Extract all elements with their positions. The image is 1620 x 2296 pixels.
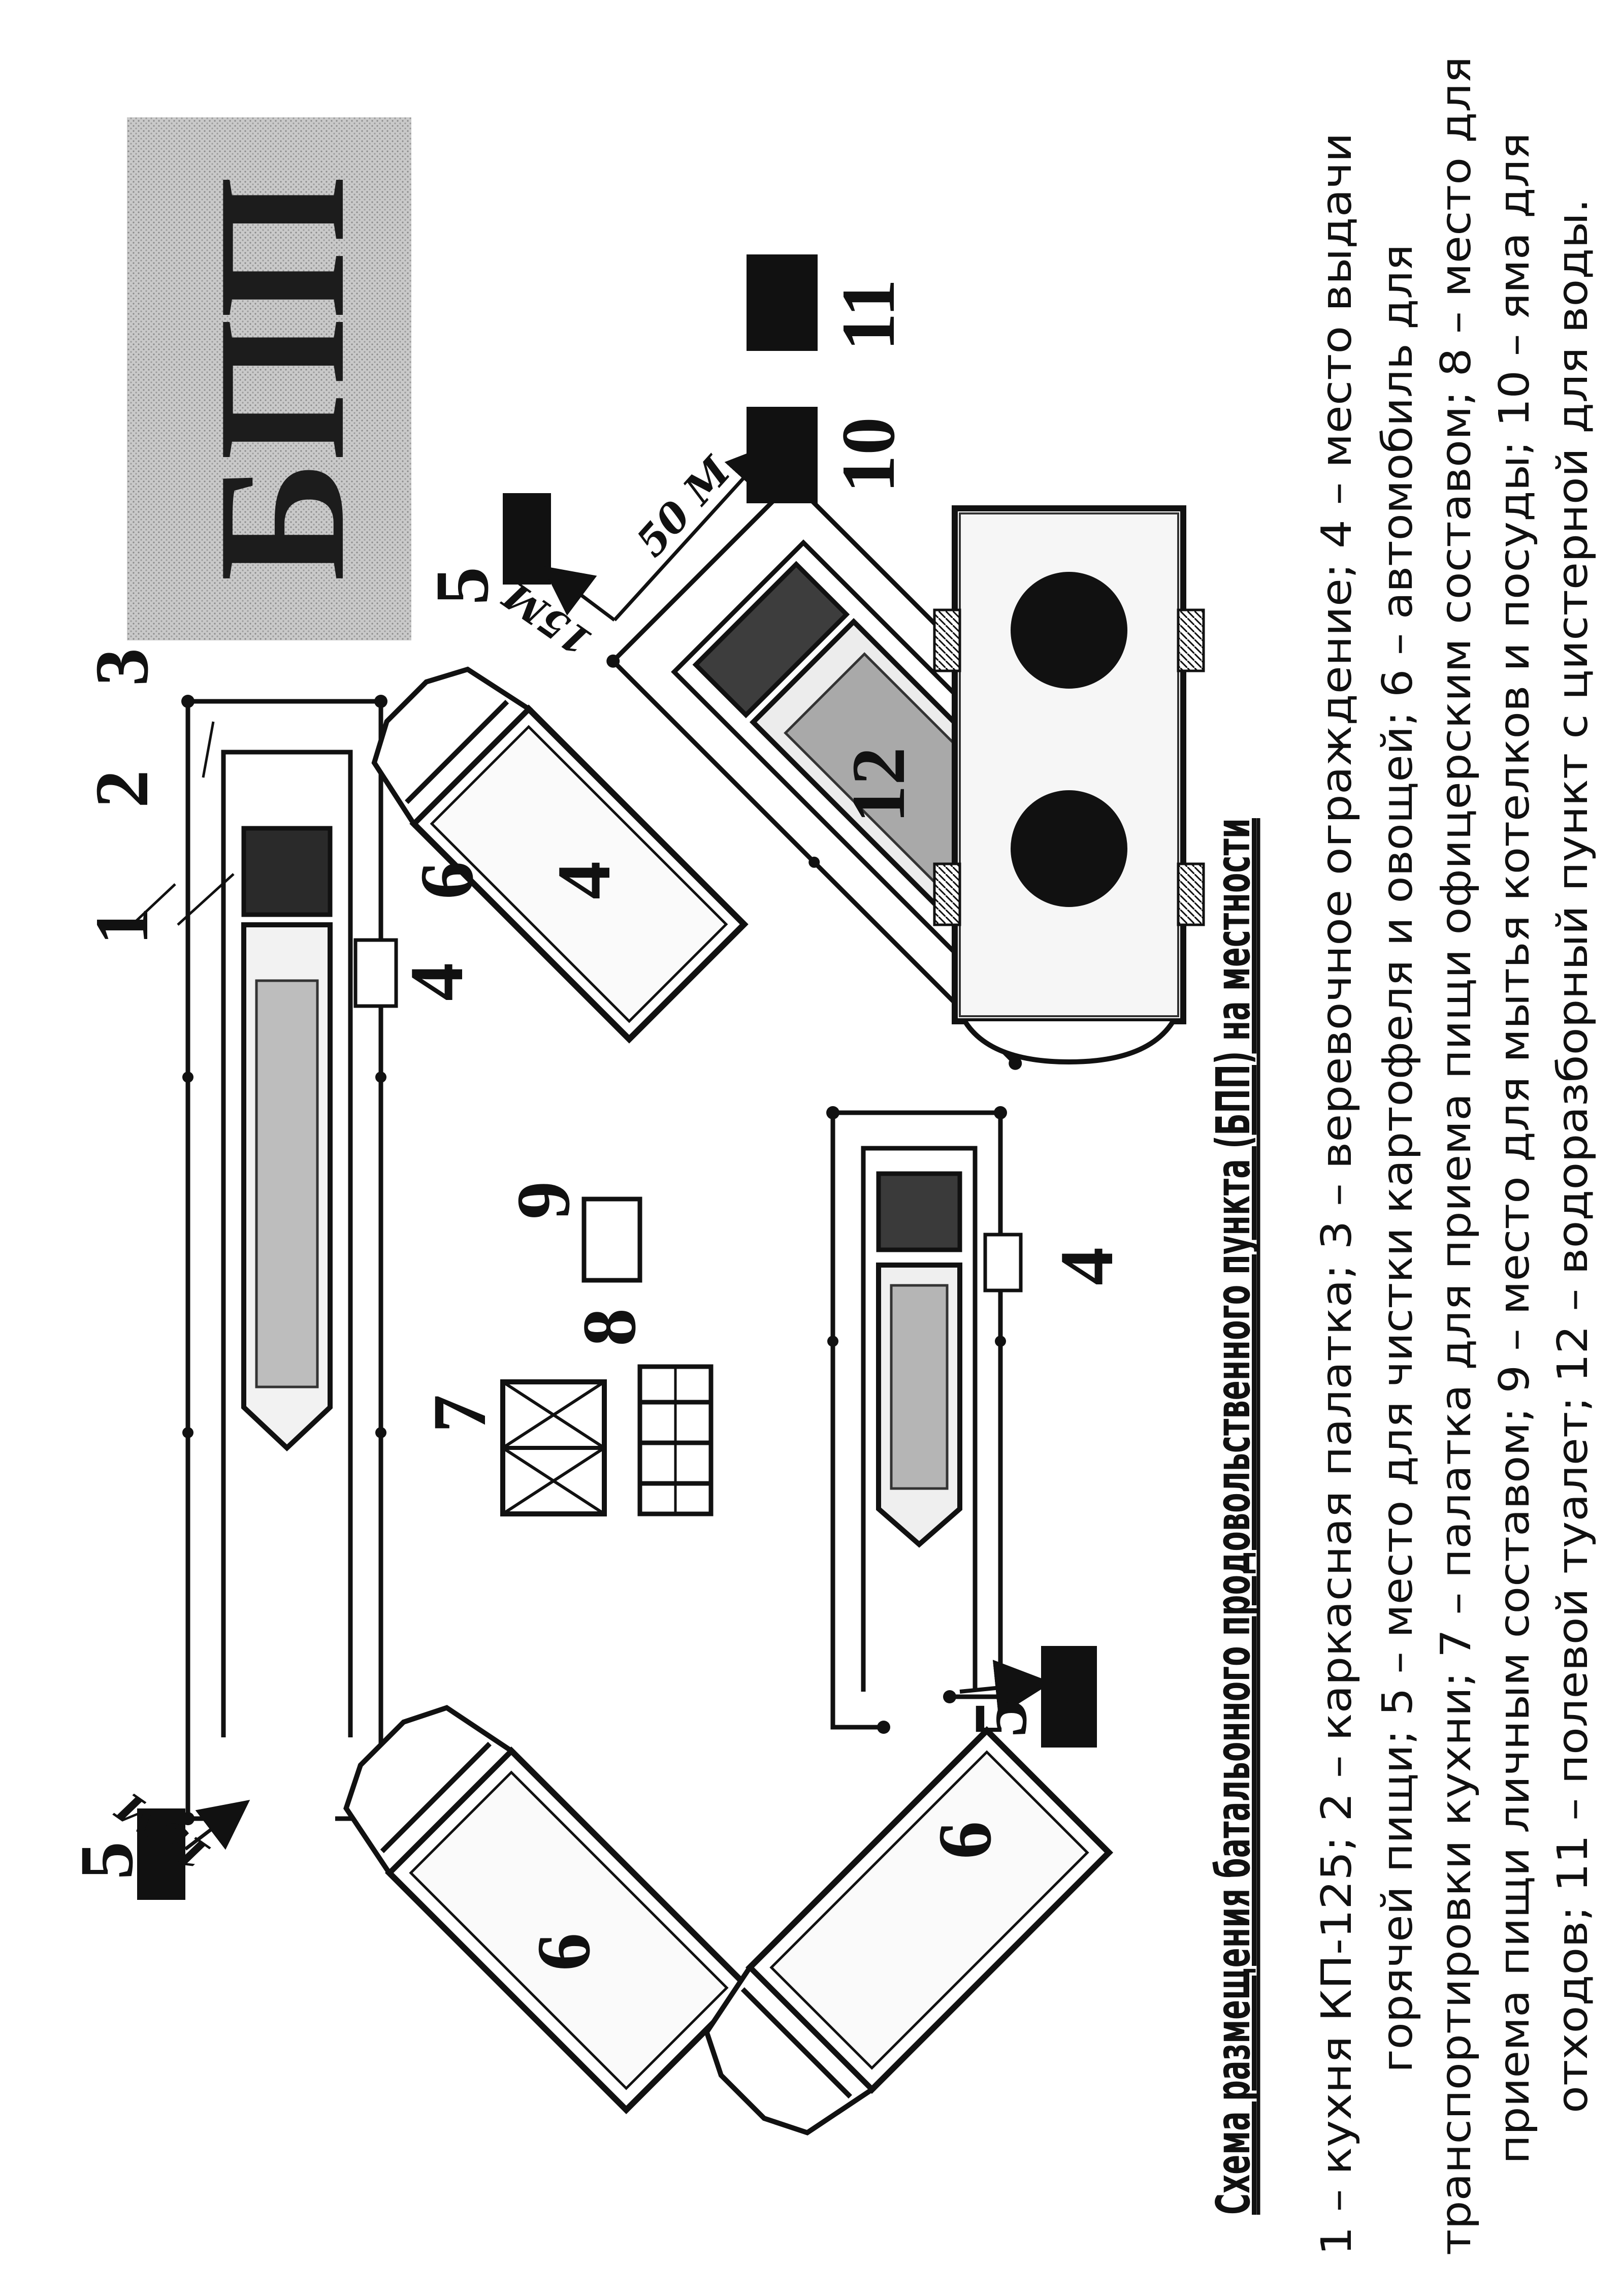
distance-arrow-15m-a [184, 1800, 250, 1851]
officers-dining-tent-7 [500, 1379, 607, 1516]
tent-frame-a [221, 750, 353, 1737]
label-5a: 5 [64, 1841, 149, 1880]
distance-arrow-50m [613, 442, 776, 622]
label-6a: 6 [522, 1933, 606, 1971]
water-tanker-12 [933, 505, 1205, 1065]
label-8: 8 [567, 1308, 652, 1346]
personnel-dining-place-8 [637, 1364, 714, 1516]
legend-line-4: приема пищи личным составом; 9 – место д… [1491, 133, 1539, 2164]
label-7: 7 [417, 1395, 502, 1433]
legend-line-1: 1 – кухня КП-125; 2 – каркасная палатка;… [1313, 133, 1361, 2255]
kitchen-unit-b [826, 1106, 1023, 1734]
label-11: 11 [826, 279, 911, 351]
legend-line-3: транспортировки кухни; 7 – палатка для п… [1432, 56, 1480, 2255]
label-5b: 5 [958, 1699, 1043, 1737]
tent-frame-b [861, 1146, 978, 1692]
label-6b: 6 [923, 1821, 1007, 1859]
label-2: 2 [80, 770, 164, 808]
label-5c: 5 [420, 567, 504, 605]
vegetable-peeling-place-c [503, 493, 551, 585]
label-4b: 4 [1045, 1247, 1129, 1285]
food-distribution-point-a [353, 938, 398, 1008]
vehicle-6a [343, 1705, 753, 2115]
vehicle-6b [704, 1726, 1114, 2136]
kitchen-kp125-a [241, 826, 333, 1451]
bpp-badge-text: БПП [180, 176, 382, 581]
kitchen-kp125-b [876, 1171, 962, 1548]
bpp-badge: БПП [127, 117, 411, 640]
kitchen-unit-a [181, 695, 398, 1825]
label-6c: 6 [405, 861, 489, 899]
vegetable-peeling-place-b [1041, 1646, 1097, 1748]
waste-pit-10 [747, 407, 818, 503]
vehicle-6c [371, 666, 749, 1044]
legend: 1 – кухня КП-125; 2 – каркасная палатка;… [1313, 56, 1597, 2255]
label-4c: 4 [542, 861, 626, 899]
rope-fence-b [830, 1110, 1003, 1341]
legend-line-5: отходов; 11 – полевой туалет; 12 – водор… [1549, 199, 1597, 2113]
label-9: 9 [501, 1181, 586, 1219]
tanker-wheel-rear [1011, 572, 1127, 689]
distance-15m-c: 15М [495, 573, 600, 665]
field-toilet-11 [747, 254, 818, 351]
label-4a: 4 [395, 963, 479, 1001]
tanker-wheel-front [1011, 790, 1127, 907]
label-3: 3 [80, 648, 164, 686]
label-1: 1 [80, 907, 164, 945]
label-10: 10 [826, 417, 911, 493]
distance-arrow-15m-c [542, 566, 616, 622]
food-distribution-point-b [983, 1233, 1023, 1292]
dish-washing-place-9 [581, 1196, 642, 1283]
legend-line-2: горячей пищи; 5 – место для чистки карто… [1374, 244, 1422, 2073]
diagram-title: Схема размещения батальонного продовольс… [1206, 818, 1260, 2215]
label-12: 12 [836, 747, 921, 823]
vegetable-peeling-place-a [137, 1808, 185, 1900]
rope-fence-a [185, 699, 383, 1819]
